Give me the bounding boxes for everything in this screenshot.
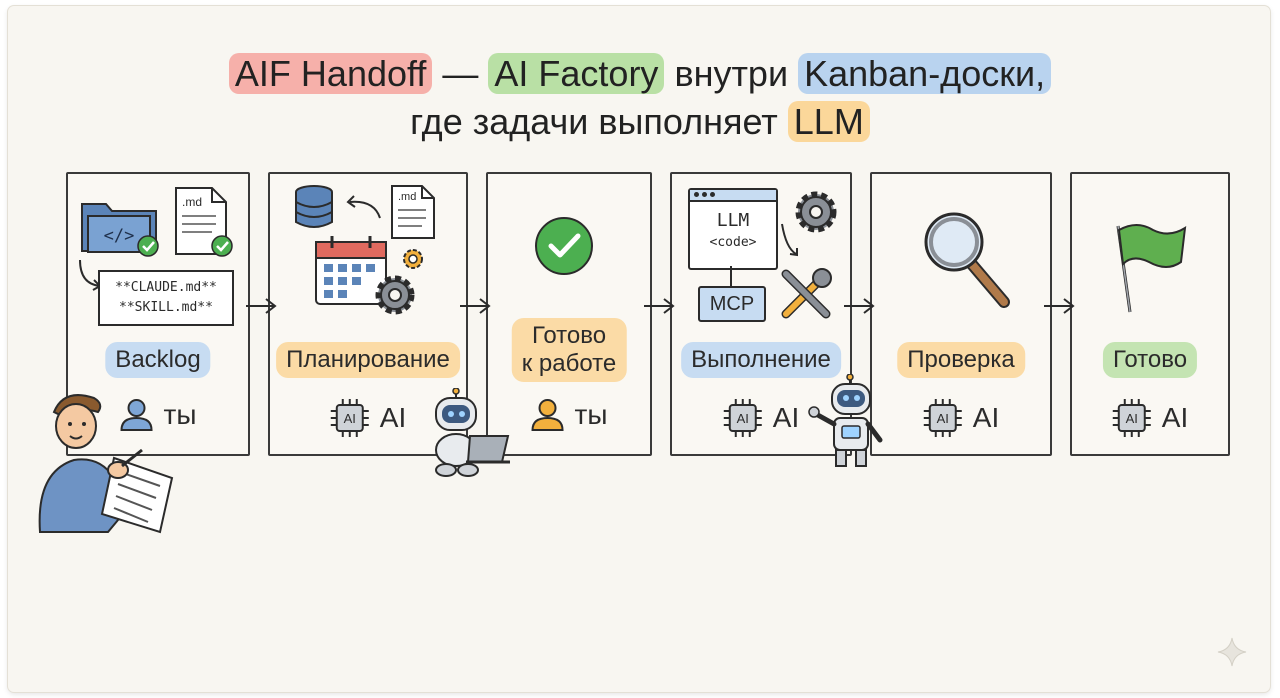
owner-review: AI AI bbox=[923, 398, 999, 438]
user-icon bbox=[531, 399, 564, 431]
chip-label: AI bbox=[1126, 411, 1138, 426]
small-gear-icon bbox=[403, 249, 423, 269]
title-inside: внутри bbox=[664, 53, 799, 94]
window-titlebar bbox=[690, 190, 776, 202]
owner-label: AI bbox=[379, 402, 407, 433]
title-ai-factory: AI Factory bbox=[488, 53, 665, 94]
ai-chip-icon: AI bbox=[1112, 399, 1151, 437]
ai-chip-icon: AI bbox=[923, 399, 962, 437]
column-done: Готово AI AI bbox=[1070, 172, 1230, 456]
ai-chip-icon: AI bbox=[723, 399, 762, 437]
tools-icon bbox=[781, 268, 832, 319]
owner-backlog: ты bbox=[120, 398, 197, 432]
title-line-2: где задачи выполняет LLM bbox=[0, 100, 1280, 144]
title-llm: LLM bbox=[787, 101, 870, 142]
stage-label-ready: Готово к работе bbox=[511, 318, 627, 382]
column-review: Проверка AI AI bbox=[870, 172, 1052, 456]
calendar-icon bbox=[315, 236, 387, 305]
person-writing-icon bbox=[38, 394, 174, 534]
stage-label-backlog: Backlog bbox=[105, 342, 211, 378]
llm-window: LLM <code> bbox=[688, 188, 778, 270]
owner-label: ты bbox=[163, 399, 197, 430]
claude-md-label: **CLAUDE.md** bbox=[115, 280, 217, 295]
flow-arrow-icon bbox=[644, 298, 675, 314]
llm-label: LLM bbox=[716, 210, 750, 231]
owner-ready: ты bbox=[531, 398, 608, 432]
flow-arrow-icon bbox=[246, 298, 277, 314]
code-folder-icon: </> bbox=[81, 203, 159, 257]
curved-arrow-icon bbox=[781, 223, 798, 257]
column-planning: .md Планирование AI AI bbox=[268, 172, 468, 456]
stage-label-execution: Выполнение bbox=[681, 342, 841, 378]
md-file-icon: .md bbox=[391, 185, 435, 239]
robot-waving-icon bbox=[808, 374, 883, 467]
title-where: где задачи выполняет bbox=[410, 101, 788, 142]
context-files-note: **CLAUDE.md** **SKILL.md** bbox=[98, 270, 234, 326]
check-circle-icon bbox=[535, 217, 593, 275]
gear-icon bbox=[375, 275, 415, 315]
mcp-box: MCP bbox=[698, 286, 766, 322]
flag-icon bbox=[1116, 224, 1187, 313]
title-kanban: Kanban-доски, bbox=[798, 53, 1052, 94]
chip-label: AI bbox=[737, 411, 749, 426]
md-file-label: .md bbox=[398, 191, 416, 203]
title-aif-handoff: AIF Handoff bbox=[228, 53, 433, 94]
stage-label-planning: Планирование bbox=[276, 342, 460, 378]
owner-done: AI AI bbox=[1112, 398, 1188, 438]
owner-label: AI bbox=[1161, 402, 1189, 433]
connector-line bbox=[730, 266, 732, 288]
title-line-1: AIF Handoff — AI Factory внутри Kanban-д… bbox=[0, 52, 1280, 96]
owner-label: ты bbox=[574, 399, 608, 430]
user-icon bbox=[120, 399, 153, 431]
title-dash: — bbox=[432, 53, 489, 94]
owner-label: AI bbox=[972, 402, 1000, 433]
chip-label: AI bbox=[937, 411, 949, 426]
owner-planning: AI AI bbox=[330, 398, 406, 438]
ai-chip-icon: AI bbox=[330, 399, 369, 437]
md-file-label: .md bbox=[182, 195, 202, 209]
robot-laptop-icon bbox=[435, 388, 510, 477]
code-label: <code> bbox=[709, 235, 757, 250]
magnifier-icon bbox=[924, 212, 1010, 308]
chip-label: AI bbox=[344, 411, 356, 426]
owner-label: AI bbox=[772, 402, 800, 433]
column-backlog: </> .md **CLAUDE.md** **SKILL.md** Backl… bbox=[66, 172, 250, 456]
gear-icon bbox=[795, 191, 837, 233]
svg-text:</>: </> bbox=[104, 226, 135, 246]
stage-line-2: к работе bbox=[521, 350, 617, 377]
stage-label-review: Проверка bbox=[897, 342, 1025, 378]
stage-label-done: Готово bbox=[1102, 342, 1198, 378]
database-icon bbox=[295, 185, 333, 228]
flow-arrow-icon bbox=[460, 298, 491, 314]
stage-line-1: Готово bbox=[531, 322, 607, 349]
column-ready: Готово к работе ты bbox=[486, 172, 652, 456]
sparkle-icon bbox=[1217, 637, 1247, 667]
md-file-icon: .md bbox=[175, 187, 233, 257]
owner-execution: AI AI bbox=[723, 398, 799, 438]
column-execution: LLM <code> MCP Выполнение AI AI bbox=[670, 172, 852, 456]
flow-arrow-icon bbox=[844, 298, 875, 314]
return-arrow-icon bbox=[346, 195, 381, 219]
flow-arrow-icon bbox=[1044, 298, 1075, 314]
skill-md-label: **SKILL.md** bbox=[119, 300, 213, 315]
